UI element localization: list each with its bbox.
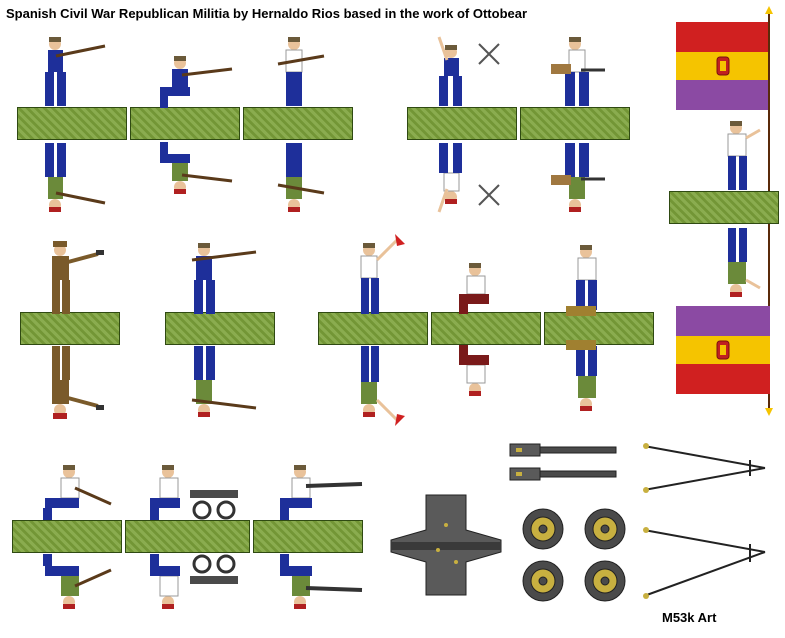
militia-rifleman-standing-figure — [45, 37, 106, 106]
officer-pistol-figure — [52, 241, 104, 314]
militia-kneeling-loader-figure — [459, 263, 489, 314]
militia-ammo-carrier-mirror-figure — [566, 340, 597, 411]
figure-base — [318, 312, 428, 345]
figure-base — [17, 107, 127, 140]
figure-base — [130, 107, 240, 140]
militia-charging-bayonet-mirror-figure — [43, 554, 112, 609]
militia-light-machine-gunner-figure — [280, 465, 363, 520]
machine-gun-crew-mirror-figure — [150, 554, 238, 609]
militia-light-machine-gunner-mirror-figure — [280, 554, 363, 609]
militia-signaller-figure — [360, 234, 405, 314]
figure-base — [520, 107, 630, 140]
militia-grenade-thrower-mirror-figure — [437, 143, 500, 213]
militia-submachine-gunner-figure — [551, 37, 605, 106]
militia-rifleman-port-arms-figure — [277, 37, 325, 106]
gun-trail-legs-icon — [643, 443, 766, 599]
militia-ammo-carrier-figure — [566, 245, 597, 316]
militia-kneeling-loader-mirror-figure — [459, 345, 489, 396]
figure-base — [20, 312, 120, 345]
gun-wheels-icon — [522, 508, 626, 602]
militia-rifleman-standing-mirror-figure — [45, 143, 106, 212]
figure-base — [243, 107, 353, 140]
militia-charging-bayonet-figure — [43, 465, 112, 520]
figure-base — [12, 520, 122, 553]
sheet-title: Spanish Civil War Republican Militia by … — [6, 6, 528, 21]
figure-base — [125, 520, 250, 553]
militia-rifleman-kneeling-mirror-figure — [160, 142, 233, 194]
machine-gun-crew-figure — [150, 465, 238, 520]
militia-signaller-mirror-figure — [361, 346, 405, 426]
militia-submachine-gunner-mirror-figure — [551, 143, 605, 212]
figure-base — [165, 312, 275, 345]
officer-pistol-mirror-figure — [52, 346, 104, 419]
militia-rifleman-aiming-figure — [191, 243, 257, 314]
republican-flag-top — [676, 22, 770, 110]
militia-grenade-thrower-figure — [437, 36, 500, 106]
militia-rifleman-kneeling-figure — [160, 56, 233, 108]
figure-base — [544, 312, 654, 345]
figure-base — [669, 191, 779, 224]
militia-rifleman-port-arms-mirror-figure — [277, 143, 325, 212]
figure-base — [431, 312, 541, 345]
coat-of-arms-icon — [716, 340, 730, 360]
artist-credit: M53k Art — [662, 610, 717, 625]
figure-base — [253, 520, 363, 553]
militia-flag-bearer-mirror-figure — [728, 228, 761, 297]
gun-carriage-base-icon — [390, 494, 502, 596]
coat-of-arms-icon — [716, 56, 730, 76]
figure-base — [407, 107, 517, 140]
republican-flag-bottom — [676, 306, 770, 394]
militia-rifleman-aiming-mirror-figure — [191, 346, 257, 417]
militia-flag-bearer-figure — [727, 121, 761, 190]
gun-barrels-icon — [509, 443, 617, 481]
